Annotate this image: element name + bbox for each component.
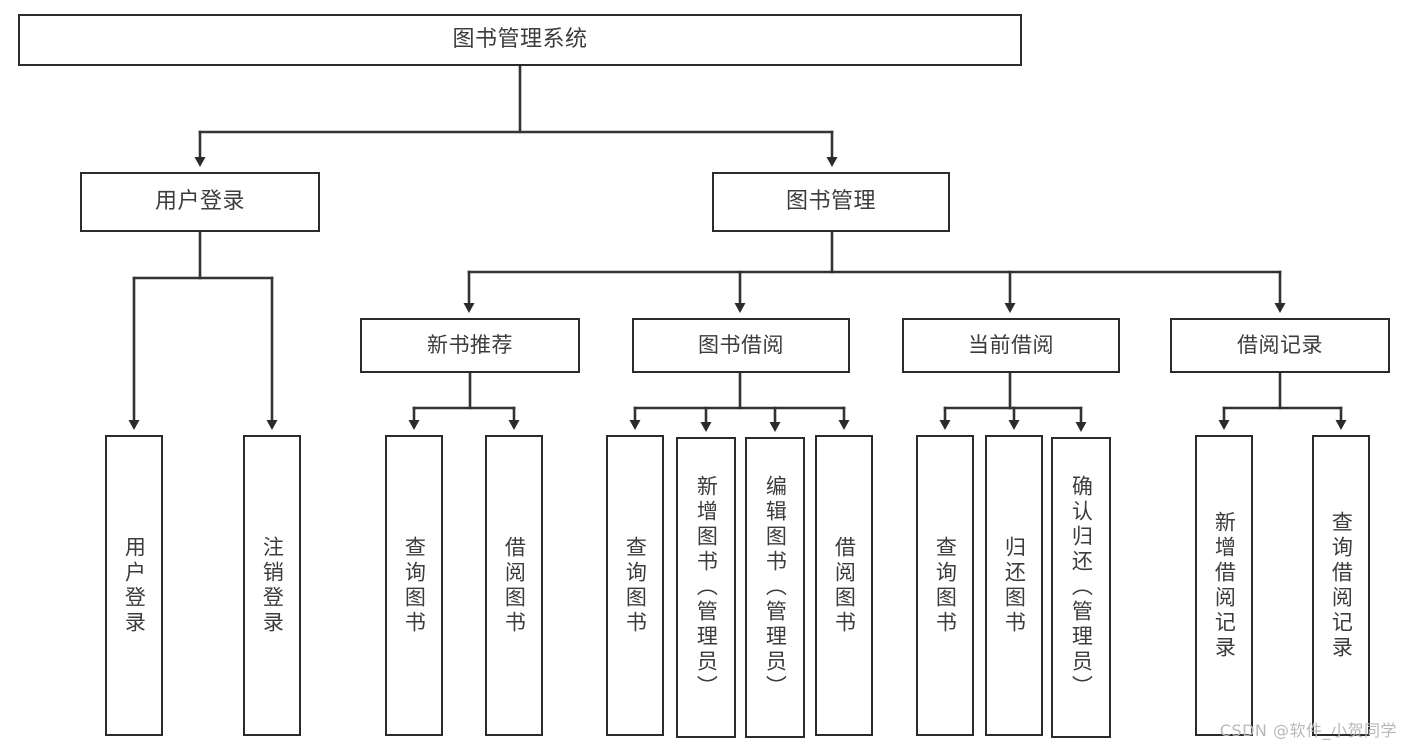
node-leaf-query-record[interactable]: 查询借阅记录 [1312,435,1370,736]
node-leaf-borrow-book-2[interactable]: 借阅图书 [815,435,873,736]
node-leaf-add-book[interactable]: 新增图书（管理员） [676,437,736,738]
node-leaf-add-record[interactable]: 新增借阅记录 [1195,435,1253,736]
node-book-borrow[interactable]: 图书借阅 [632,318,850,373]
node-leaf-user-login[interactable]: 用户登录 [105,435,163,736]
node-borrow-record[interactable]: 借阅记录 [1170,318,1390,373]
node-leaf-edit-book[interactable]: 编辑图书（管理员） [745,437,805,738]
node-leaf-borrow-book-2-label: 借阅图书 [832,535,857,636]
node-book-manage[interactable]: 图书管理 [712,172,950,232]
node-leaf-add-book-label: 新增图书（管理员） [694,475,719,700]
node-leaf-borrow-book-1-label: 借阅图书 [502,535,527,636]
node-root[interactable]: 图书管理系统 [18,14,1022,66]
node-leaf-user-login-label: 用户登录 [122,535,147,636]
node-leaf-query-book-3-label: 查询图书 [933,535,958,636]
node-leaf-add-record-label: 新增借阅记录 [1212,510,1237,661]
node-leaf-return-book-label: 归还图书 [1002,535,1027,636]
node-book-borrow-label: 图书借阅 [698,333,784,358]
node-leaf-confirm-return[interactable]: 确认归还（管理员） [1051,437,1111,738]
node-root-label: 图书管理系统 [452,27,588,53]
node-borrow-record-label: 借阅记录 [1237,333,1323,358]
node-leaf-logout-label: 注销登录 [260,535,285,636]
node-leaf-return-book[interactable]: 归还图书 [985,435,1043,736]
node-current-borrow-label: 当前借阅 [968,333,1054,358]
node-leaf-query-book-1-label: 查询图书 [402,535,427,636]
node-leaf-logout[interactable]: 注销登录 [243,435,301,736]
node-leaf-query-record-label: 查询借阅记录 [1329,510,1354,661]
node-leaf-confirm-return-label: 确认归还（管理员） [1069,475,1094,700]
node-current-borrow[interactable]: 当前借阅 [902,318,1120,373]
node-book-manage-label: 图书管理 [785,189,876,215]
node-leaf-edit-book-label: 编辑图书（管理员） [763,475,788,700]
watermark-text: CSDN @软件_小贺同学 [1219,721,1397,740]
node-leaf-query-book-3[interactable]: 查询图书 [916,435,974,736]
node-leaf-query-book-1[interactable]: 查询图书 [385,435,443,736]
node-new-book-rec[interactable]: 新书推荐 [360,318,580,373]
node-leaf-query-book-2-label: 查询图书 [623,535,648,636]
node-new-book-rec-label: 新书推荐 [427,333,513,358]
node-user-login-label: 用户登录 [154,189,245,215]
node-user-login[interactable]: 用户登录 [80,172,320,232]
node-leaf-borrow-book-1[interactable]: 借阅图书 [485,435,543,736]
node-leaf-query-book-2[interactable]: 查询图书 [606,435,664,736]
